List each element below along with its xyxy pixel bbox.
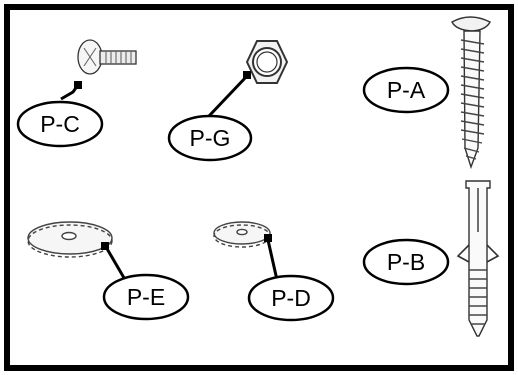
part-label-text: P-G (190, 125, 231, 151)
part-label-text: P-A (387, 77, 426, 103)
callout-pointer-p-c (60, 81, 82, 101)
part-label-p-a: P-A (362, 66, 450, 114)
wood-screw-icon (451, 16, 491, 170)
wall-anchor-icon (456, 180, 500, 337)
part-label-text: P-C (40, 111, 80, 137)
part-label-p-d: P-D (247, 274, 335, 322)
callout-pointer-p-g (207, 71, 251, 118)
part-label-p-b: P-B (362, 238, 450, 286)
part-label-text: P-B (387, 249, 425, 275)
part-label-p-g: P-G (167, 114, 253, 162)
large-washer-icon (27, 221, 113, 258)
callout-pointer-p-d (264, 234, 279, 281)
part-label-text: P-E (127, 284, 165, 310)
part-label-p-e: P-E (102, 273, 190, 321)
part-label-p-c: P-C (16, 100, 104, 148)
hex-nut-icon (245, 40, 289, 84)
part-label-text: P-D (271, 285, 311, 311)
pan-head-screw-icon (77, 39, 137, 75)
callout-pointer-p-e (101, 242, 129, 284)
